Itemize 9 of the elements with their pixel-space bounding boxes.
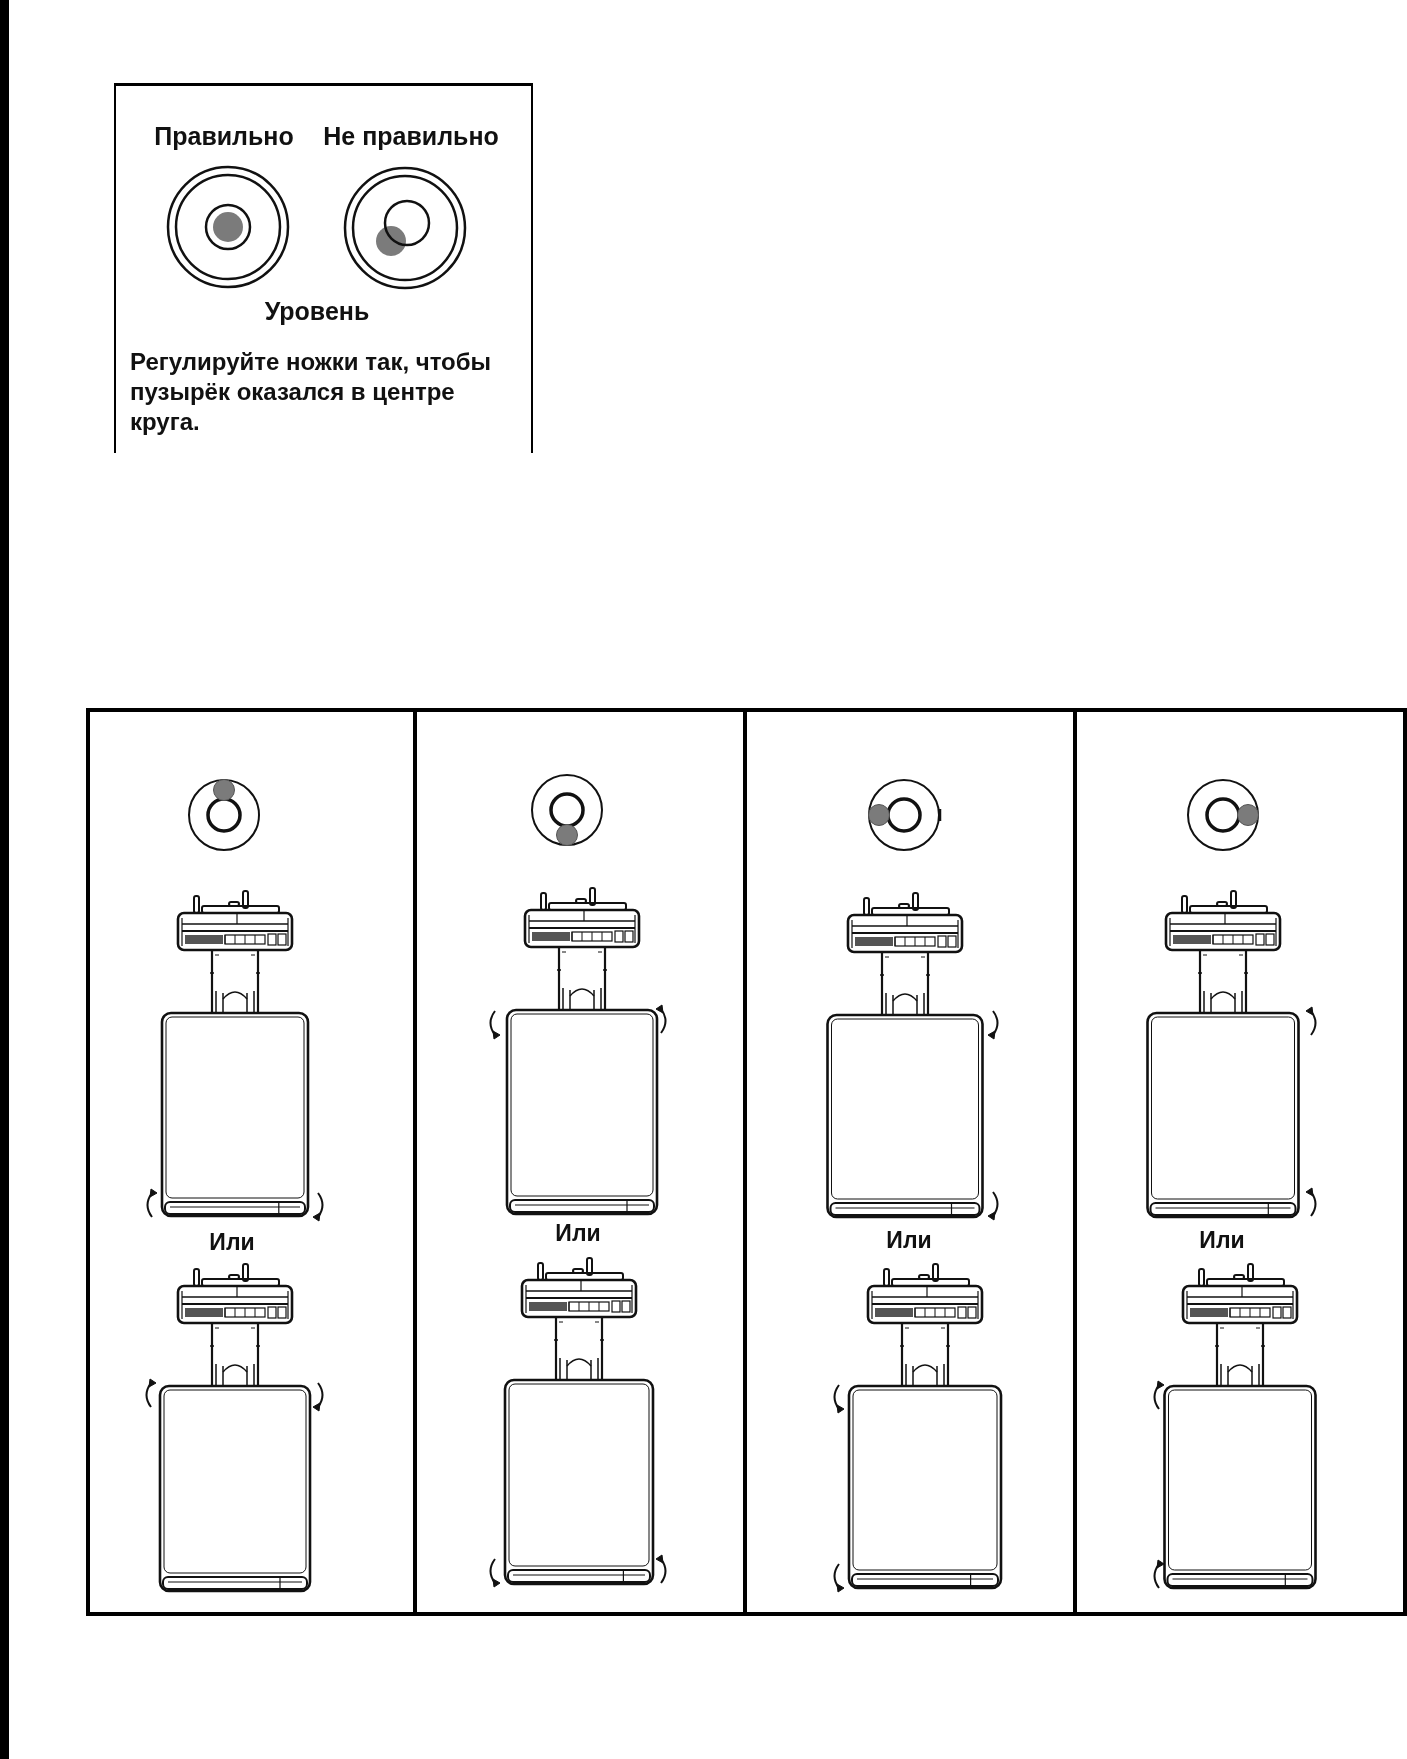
or-label: Или	[555, 1219, 601, 1246]
column-heading: Не правильно	[323, 122, 499, 151]
instruction-text: Регулируйте ножки так, чтобы пузырёк оказался в центре круга.	[130, 347, 493, 438]
level-label: Уровень	[264, 297, 370, 326]
or-label: Или	[1199, 1226, 1245, 1253]
instruction-panel	[114, 83, 533, 453]
column-heading: Правильно	[154, 122, 294, 151]
or-label: Или	[886, 1226, 932, 1253]
or-label: Или	[209, 1228, 255, 1255]
